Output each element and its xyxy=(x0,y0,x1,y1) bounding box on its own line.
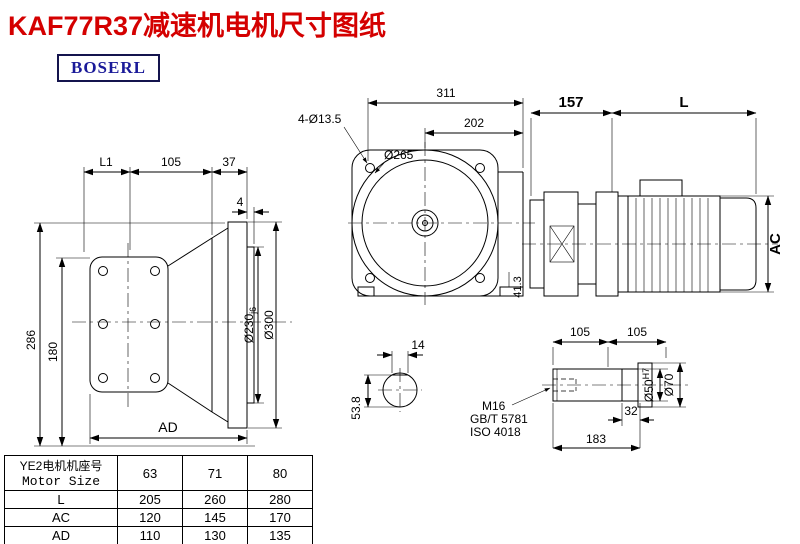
dim-d265-label: Ø265 xyxy=(384,148,414,162)
shaft-detail-view: 105 105 M16 GB/T 5781 ISO 4018 32 183 Ø5… xyxy=(470,325,692,452)
table-row-ad: AD 110 130 135 xyxy=(4,526,313,544)
dim-311-label: 311 xyxy=(436,86,455,100)
dim-d70-label: Ø70 xyxy=(662,373,676,396)
dim-l-label: L xyxy=(679,94,688,111)
dim-180-label: 180 xyxy=(46,342,60,362)
dim-32-label: 32 xyxy=(624,404,638,418)
value-ad-80: 135 xyxy=(247,526,313,544)
dim-53-8-label: 53.8 xyxy=(349,396,363,420)
motor-size-63: 63 xyxy=(117,455,183,491)
dim-157-label: 157 xyxy=(558,94,583,111)
dim-d50-label: Ø50H7 xyxy=(641,368,656,402)
table-header-row: YE2电机机座号 Motor Size 63 71 80 xyxy=(4,455,313,491)
value-l-63: 205 xyxy=(117,490,183,509)
dim-d300-label: Ø300 xyxy=(262,310,276,340)
motor-side-view-drawing: 157 L AC xyxy=(522,94,784,297)
value-ad-63: 110 xyxy=(117,526,183,544)
table-header-cell: YE2电机机座号 Motor Size xyxy=(4,455,118,491)
dim-105a-label: 105 xyxy=(570,325,590,339)
front-view-drawing: 311 202 4-Ø13.5 Ø265 41.3 xyxy=(298,86,535,305)
brand-logo: BOSERL xyxy=(57,54,160,82)
table-row-ac: AC 120 145 170 xyxy=(4,508,313,527)
motor-size-80: 80 xyxy=(247,455,313,491)
brand-logo-text: BOSERL xyxy=(71,58,146,77)
standard-gbt-label: GB/T 5781 xyxy=(470,412,528,426)
row-label-ad: AD xyxy=(4,526,118,544)
dim-37-label: 37 xyxy=(222,155,236,169)
row-label-ac: AC xyxy=(4,508,118,527)
dim-4-label: 4 xyxy=(237,195,244,209)
dim-ad-label: AD xyxy=(158,419,177,435)
table-row-l: L 205 260 280 xyxy=(4,490,313,509)
dim-105-label: 105 xyxy=(161,155,181,169)
row-label-l: L xyxy=(4,490,118,509)
shaft-section-view: 14 53.8 xyxy=(349,338,425,420)
value-l-71: 260 xyxy=(182,490,248,509)
table-header-en: Motor Size xyxy=(21,474,100,489)
dim-183-label: 183 xyxy=(586,432,606,446)
dim-286-label: 286 xyxy=(24,330,38,350)
dim-ac-label: AC xyxy=(767,233,784,255)
dim-14-label: 14 xyxy=(411,338,425,352)
motor-size-table: YE2电机机座号 Motor Size 63 71 80 L 205 260 2… xyxy=(4,455,313,544)
value-ad-71: 130 xyxy=(182,526,248,544)
dim-105b-label: 105 xyxy=(627,325,647,339)
dim-l1-label: L1 xyxy=(99,155,113,169)
page-title: KAF77R37减速机电机尺寸图纸 xyxy=(8,11,387,41)
table-header-cn: YE2电机机座号 xyxy=(19,459,103,473)
standard-iso-label: ISO 4018 xyxy=(470,425,521,439)
dim-202-label: 202 xyxy=(464,116,484,130)
dim-41-3-label: 41.3 xyxy=(512,276,524,297)
left-view-drawing: L1 105 37 4 286 180 Ø230j6 Ø300 AD xyxy=(24,155,292,447)
value-l-80: 280 xyxy=(247,490,313,509)
motor-size-71: 71 xyxy=(182,455,248,491)
thread-m16-label: M16 xyxy=(482,399,506,413)
dim-d230-label: Ø230j6 xyxy=(242,307,258,343)
value-ac-80: 170 xyxy=(247,508,313,527)
bolt-holes-label: 4-Ø13.5 xyxy=(298,112,342,126)
value-ac-63: 120 xyxy=(117,508,183,527)
value-ac-71: 145 xyxy=(182,508,248,527)
